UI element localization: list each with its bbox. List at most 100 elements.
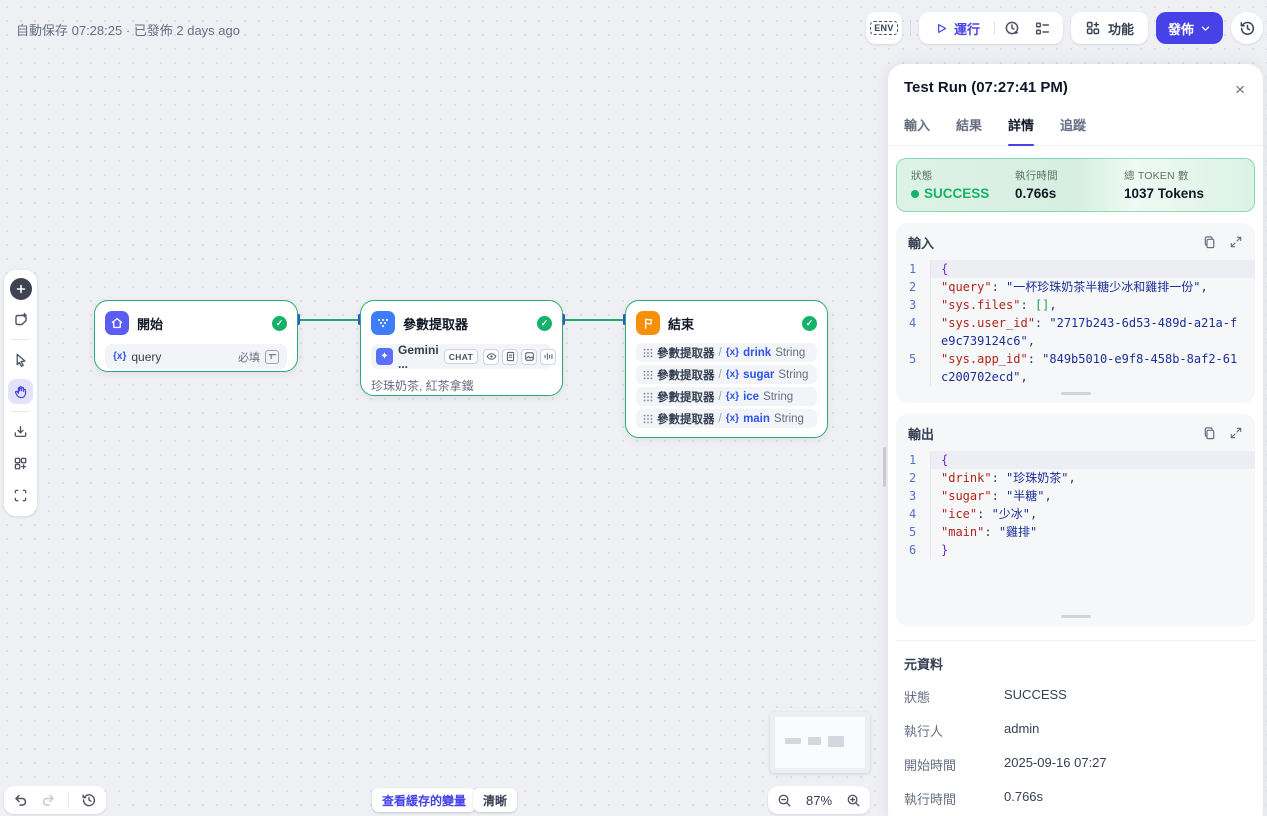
- line-number: 3: [909, 298, 917, 312]
- line-content: }: [930, 541, 1255, 559]
- undo-button[interactable]: [12, 791, 30, 809]
- edge-extractor-end: [564, 319, 624, 321]
- minimap[interactable]: [770, 712, 870, 773]
- code-line: 1{: [896, 260, 1255, 278]
- zoom-in-icon[interactable]: [846, 793, 861, 808]
- expand-icon[interactable]: [1229, 235, 1243, 250]
- tab-結果[interactable]: 結果: [956, 118, 983, 133]
- copy-icon[interactable]: [1202, 426, 1217, 441]
- hand-mode-button[interactable]: [8, 379, 33, 404]
- zoom-out-icon[interactable]: [777, 793, 792, 808]
- expand-icon[interactable]: [1229, 426, 1243, 441]
- panel-title: Test Run (07:27:41 PM): [904, 79, 1068, 96]
- toolbar-divider: [68, 793, 69, 807]
- line-number: 6: [909, 543, 917, 557]
- input-card: 輸入 1{2"query": "一杯珍珠奶茶半糖少冰和雞排一份",3"sys.f…: [896, 223, 1255, 403]
- model-mode-badge: CHAT: [443, 349, 479, 364]
- line-content: "ice": "少冰",: [930, 505, 1255, 523]
- metadata-label: 狀態: [904, 689, 931, 705]
- line-number: 4: [909, 507, 917, 521]
- minimap-viewport: [775, 717, 865, 768]
- clear-button[interactable]: 清晰: [473, 788, 518, 812]
- add-note-button[interactable]: [8, 307, 33, 332]
- text-input-type-icon: [265, 349, 279, 364]
- close-icon[interactable]: ×: [1235, 80, 1245, 99]
- fit-view-button[interactable]: [8, 483, 33, 508]
- tab-輸入[interactable]: 輸入: [904, 118, 931, 133]
- checklist-button[interactable]: [1029, 14, 1057, 42]
- input-code: 1{2"query": "一杯珍珠奶茶半糖少冰和雞排一份",3"sys.file…: [896, 260, 1255, 386]
- source-node-label: 參數提取器: [657, 347, 715, 360]
- start-variable-row: {x} query 必填: [105, 344, 287, 369]
- metadata-row: 狀態 SUCCESS: [904, 679, 1247, 713]
- resize-drag-handle[interactable]: [1060, 615, 1091, 618]
- run-history-button[interactable]: [999, 14, 1027, 42]
- node-start[interactable]: 開始 ✓ {x} query 必填: [94, 300, 298, 372]
- variable-type: String: [773, 412, 804, 425]
- source-node-label: 參數提取器: [657, 413, 715, 426]
- variable-icon: {x}: [725, 391, 740, 402]
- toolbar-divider: [909, 20, 911, 36]
- metadata-value: 0.766s: [1004, 788, 1044, 804]
- features-icon: [1086, 21, 1100, 35]
- redo-button[interactable]: [39, 791, 57, 809]
- edge-handle: [297, 314, 300, 325]
- view-cached-variables-button[interactable]: 查看緩存的變量: [372, 788, 477, 812]
- publish-button[interactable]: 發佈: [1155, 12, 1223, 44]
- features-button[interactable]: 功能: [1070, 12, 1148, 44]
- metadata-label: 開始時間: [904, 757, 957, 773]
- variable-type: String: [763, 390, 794, 403]
- canvas-toolbar: [4, 270, 37, 516]
- node-extractor-title: 參數提取器: [403, 316, 469, 332]
- line-number: 2: [909, 471, 917, 485]
- panel-resize-handle[interactable]: [883, 447, 886, 487]
- node-parameter-extractor[interactable]: 參數提取器 ✓ ✦ Gemini ... CHAT 珍: [360, 300, 563, 396]
- variable-type: String: [778, 368, 809, 381]
- line-content: {: [930, 260, 1255, 278]
- tokens-value: 1037 Tokens: [1124, 186, 1205, 201]
- add-node-button[interactable]: [9, 278, 32, 300]
- run-label: 運行: [953, 21, 980, 37]
- test-run-panel: Test Run (07:27:41 PM) × 輸入 結果 詳情 追蹤 狀態 SUC…: [888, 64, 1263, 816]
- version-history-button[interactable]: [1231, 12, 1263, 44]
- variable-name: sugar: [743, 368, 775, 381]
- metadata-value: SUCCESS: [1004, 686, 1067, 702]
- publish-label: 發佈: [1167, 21, 1194, 37]
- variable-icon: {x}: [725, 347, 740, 358]
- success-check-icon: ✓: [802, 315, 817, 331]
- env-variables-button[interactable]: ENV: [865, 12, 902, 44]
- env-icon: ENV: [870, 21, 898, 35]
- code-line: 3"sugar": "半糖",: [896, 487, 1255, 505]
- status-dot-icon: [911, 189, 919, 198]
- node-end-title: 結束: [668, 316, 695, 332]
- line-number: 4: [909, 316, 917, 330]
- undo-redo-bar: [4, 786, 106, 814]
- pointer-mode-button[interactable]: [8, 347, 33, 372]
- line-content: "sys.files": [],: [930, 296, 1255, 314]
- code-line: 5"sys.app_id": "849b5010-e9f8-458b-8af2-…: [896, 350, 1255, 386]
- copy-icon[interactable]: [1202, 235, 1217, 250]
- code-line: 5"main": "雞排": [896, 523, 1255, 541]
- tokens-label: 總 TOKEN 數: [1124, 170, 1189, 182]
- run-status-card: 狀態 SUCCESS 執行時間 0.766s 總 TOKEN 數 1037 To…: [896, 158, 1255, 212]
- grid-dots-icon: [643, 348, 653, 358]
- organize-blocks-button[interactable]: [8, 451, 33, 476]
- resize-drag-handle[interactable]: [1060, 392, 1091, 395]
- variable-name: drink: [743, 346, 772, 359]
- tab-詳情[interactable]: 詳情: [1008, 106, 1034, 145]
- panel-tabs: 輸入 結果 詳情 追蹤: [888, 106, 1263, 146]
- tab-追蹤[interactable]: 追蹤: [1060, 118, 1087, 133]
- variable-name: main: [743, 412, 770, 425]
- start-variable-name: query: [131, 349, 162, 364]
- metadata-label: 執行時間: [904, 791, 957, 807]
- canvas-history-button[interactable]: [80, 791, 98, 809]
- grid-dots-icon: [643, 392, 653, 402]
- run-button[interactable]: 運行: [925, 12, 990, 44]
- code-line: 4 "ice": "少冰",: [896, 505, 1255, 523]
- export-import-button[interactable]: [8, 419, 33, 444]
- run-group: 運行: [918, 12, 1063, 44]
- source-node-label: 參數提取器: [657, 369, 715, 382]
- line-content: "main": "雞排": [930, 523, 1255, 541]
